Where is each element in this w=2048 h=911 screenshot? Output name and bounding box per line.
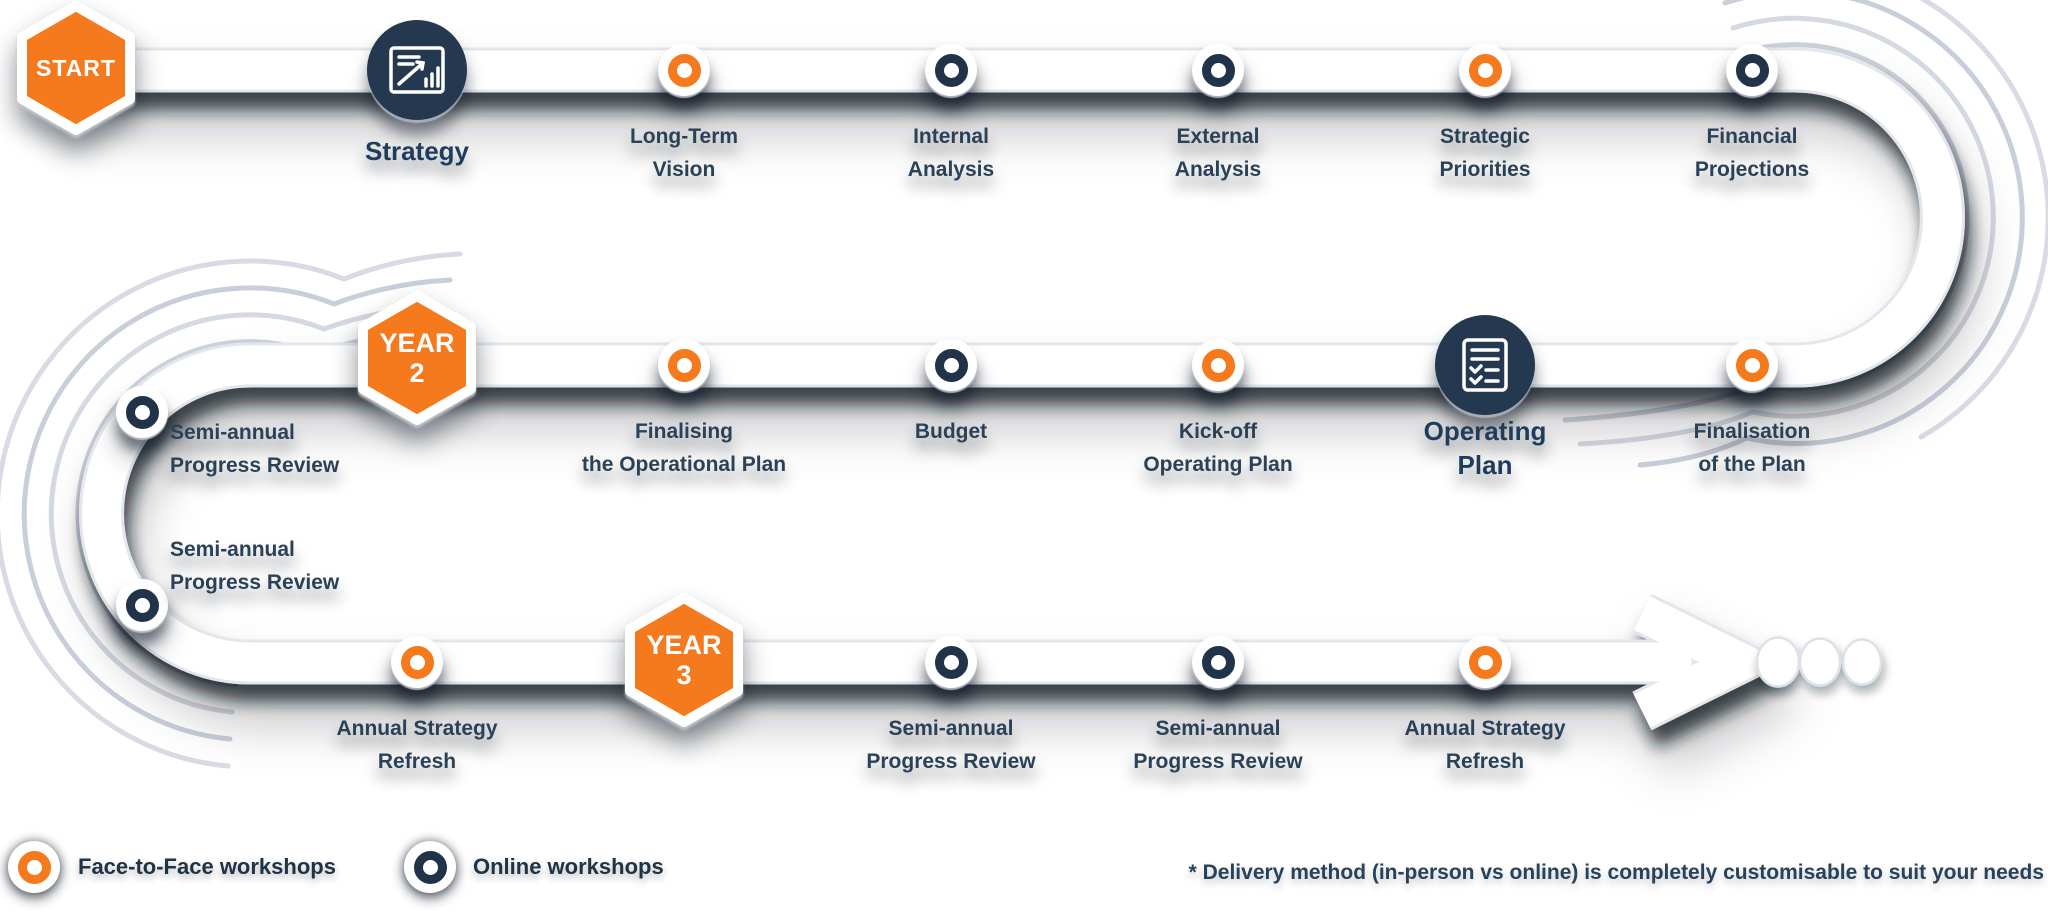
milestone-label-semi-annual-progress-review-curve-1: Semi-annual Progress Review: [170, 421, 340, 477]
milestone-dot-strategic-priorities: [1459, 44, 1511, 96]
milestone-label-long-term-vision: Long-Term Vision: [629, 125, 739, 181]
legend-online-label: Online workshops: [473, 854, 664, 879]
start-badge: START: [14, 0, 138, 136]
milestone-dot-finalisation-of-plan: [1726, 339, 1778, 391]
milestone-dot-internal-analysis: [925, 44, 977, 96]
start-badge-label: START: [36, 54, 116, 81]
operating-plan-milestone-circle: [1435, 315, 1535, 415]
milestone-label-annual-strategy-refresh-1: Annual Strategy Refresh: [336, 717, 498, 773]
milestone-label-external-analysis: External Analysis: [1174, 125, 1262, 181]
milestone-label-semi-annual-progress-review-1: Semi-annual Progress Review: [866, 717, 1036, 773]
year-3-badge: YEAR 3: [622, 592, 746, 728]
ellipsis-dots: [1755, 636, 1883, 688]
milestone-label-semi-annual-progress-review-2: Semi-annual Progress Review: [1133, 717, 1303, 773]
milestone-label-budget: Budget: [914, 420, 988, 443]
milestone-label-annual-strategy-refresh-2: Annual Strategy Refresh: [1404, 717, 1566, 773]
ellipsis-dot: [1841, 638, 1883, 686]
milestone-dot-annual-strategy-refresh-1: [391, 636, 443, 688]
legend-online-dot: [404, 841, 456, 893]
strategy-milestone-circle: [367, 20, 467, 120]
milestone-dot-semi-annual-progress-review-2: [1192, 636, 1244, 688]
milestone-label-kick-off-operating-plan: Kick-off Operating Plan: [1143, 420, 1293, 476]
milestone-label-finalising-operational-plan: Finalising the Operational Plan: [581, 420, 787, 476]
milestone-label-strategy: Strategy: [364, 136, 470, 166]
milestone-dot-semi-annual-progress-review-curve-2: [116, 579, 168, 631]
year-2-badge-label: YEAR 2: [379, 328, 455, 388]
milestone-dot-semi-annual-progress-review-1: [925, 636, 977, 688]
milestone-dot-budget: [925, 339, 977, 391]
milestone-dot-long-term-vision: [658, 44, 710, 96]
milestone-dot-annual-strategy-refresh-2: [1459, 636, 1511, 688]
checklist-icon: [1462, 338, 1508, 392]
chart-icon: [389, 46, 445, 94]
year-2-badge: YEAR 2: [355, 290, 479, 426]
legend-face-to-face-dot: [8, 841, 60, 893]
milestone-dot-semi-annual-progress-review-curve-1: [116, 386, 168, 438]
hexagon-shape: [625, 593, 743, 727]
ellipsis-dot: [1755, 636, 1801, 688]
milestone-label-financial-projections: Financial Projections: [1694, 125, 1810, 181]
milestone-label-finalisation-of-plan: Finalisation of the Plan: [1693, 420, 1811, 476]
milestone-label-operating-plan: Operating Plan: [1423, 416, 1547, 480]
arrow-icon: [1633, 596, 1783, 728]
milestone-dot-finalising-operational-plan: [658, 339, 710, 391]
year-3-badge-label: YEAR 3: [646, 630, 722, 690]
milestone-dot-external-analysis: [1192, 44, 1244, 96]
hexagon-shape: [358, 291, 476, 425]
ellipsis-dot: [1798, 637, 1842, 687]
speed-lines: [0, 0, 2048, 769]
milestone-label-strategic-priorities: Strategic Priorities: [1439, 125, 1531, 181]
milestone-dot-financial-projections: [1726, 44, 1778, 96]
delivery-method-footnote: * Delivery method (in-person vs online) …: [1188, 861, 2044, 884]
milestone-dot-kick-off-operating-plan: [1192, 339, 1244, 391]
milestone-label-internal-analysis: Internal Analysis: [907, 125, 995, 181]
legend-face-to-face-label: Face-to-Face workshops: [78, 854, 336, 879]
milestone-label-semi-annual-progress-review-curve-2: Semi-annual Progress Review: [170, 538, 340, 594]
hexagon-shape: [17, 1, 135, 135]
